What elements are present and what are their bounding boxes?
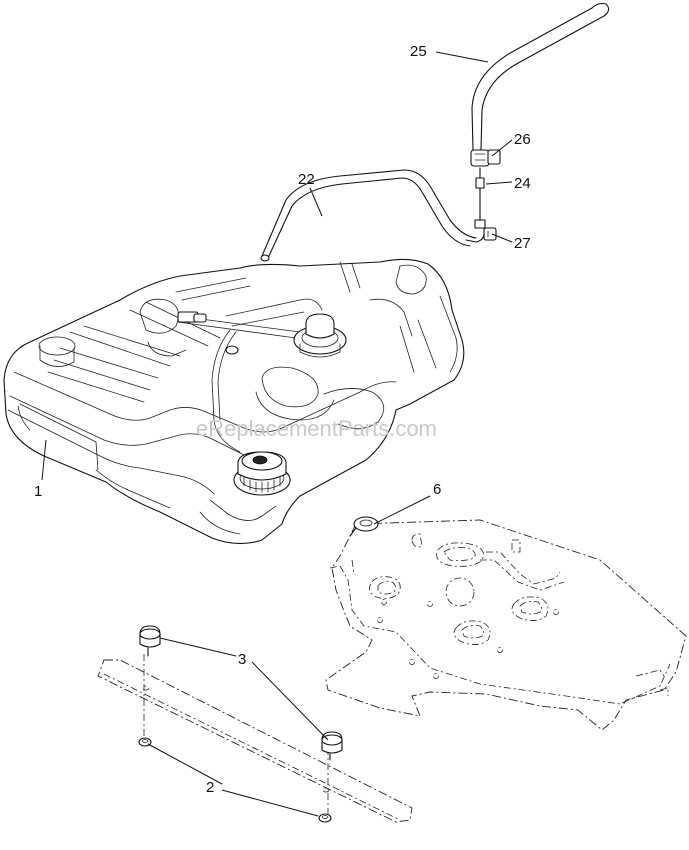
callout-22: 22 [298,171,315,188]
rubber-bumper-right [321,731,343,761]
fuel-cap [233,451,291,496]
tank-mount-plate [325,519,687,731]
fuel-tank [3,258,465,545]
vent-hose [471,2,610,151]
callout-24: 24 [514,175,531,192]
tank-strap [97,654,413,823]
leader-lines [41,51,513,817]
callout-27: 27 [514,235,531,252]
hose-clamp-lower [465,227,497,243]
grommet [349,516,379,537]
callout-25: 25 [410,43,427,60]
hose-fitting [474,167,486,229]
hose-clamp-upper [470,149,501,167]
vent-line [260,169,477,262]
watermark: eReplacementParts.com [196,416,437,441]
callout-26: 26 [514,131,531,148]
callout-2: 2 [206,779,214,796]
lock-nut-right [318,813,332,823]
rubber-bumper-left [139,625,161,657]
callout-6: 6 [433,481,441,498]
callout-3: 3 [238,651,246,668]
callout-1: 1 [34,483,42,500]
